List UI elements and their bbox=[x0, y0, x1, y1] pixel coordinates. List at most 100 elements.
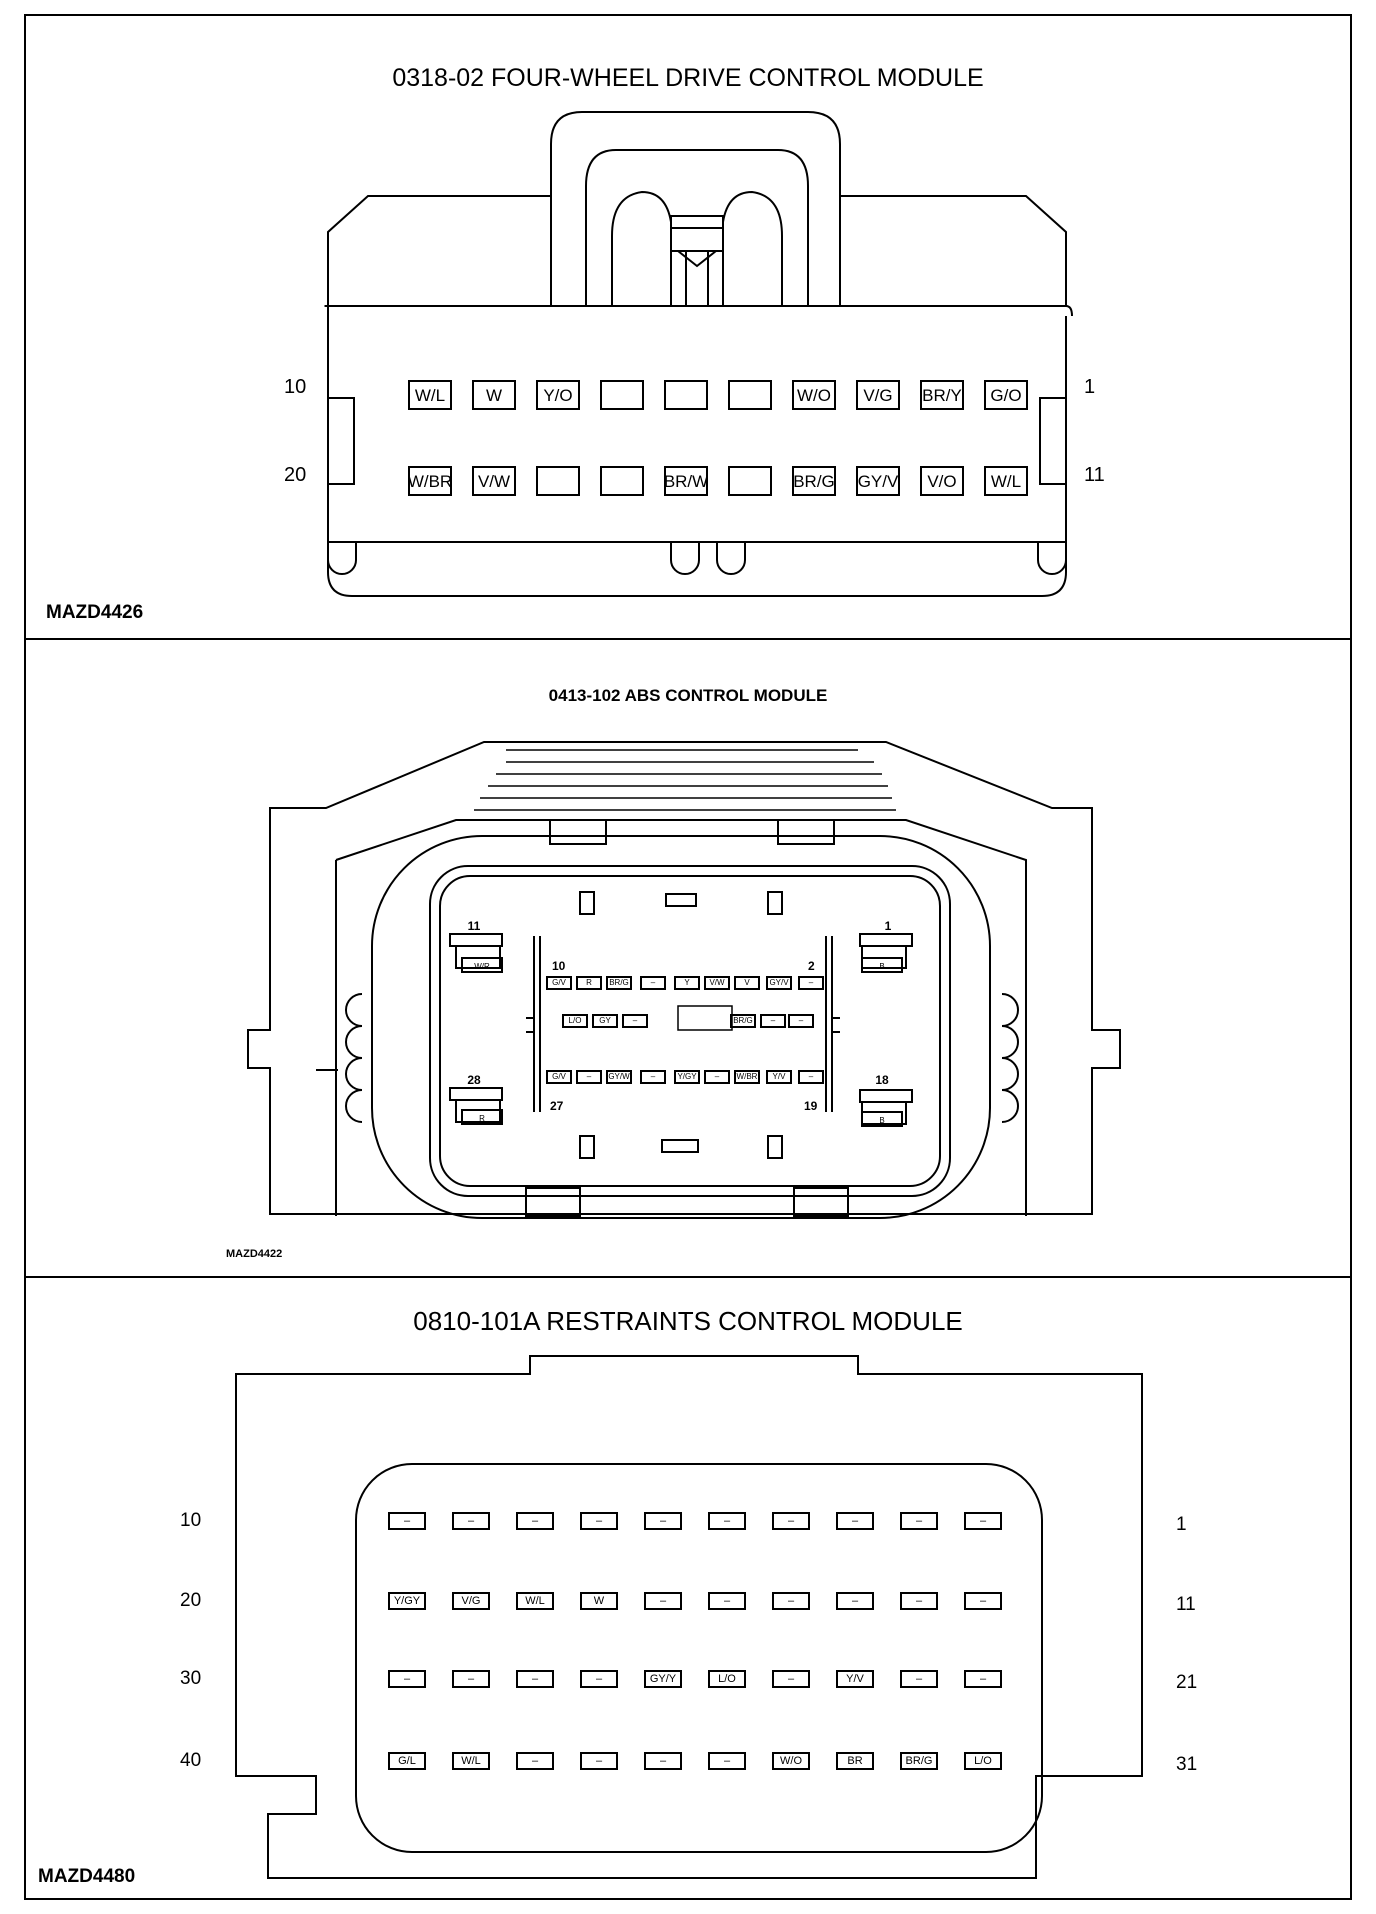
abs-pin-row3-8: Y/V bbox=[766, 1070, 792, 1084]
c3-pin-r2-9: – bbox=[900, 1592, 938, 1610]
c3-pin-r4-9: BR/G bbox=[900, 1752, 938, 1770]
c3-pin-r4-8: BR bbox=[836, 1752, 874, 1770]
c3-pin-r1-7: – bbox=[772, 1512, 810, 1530]
abs-label-1: 1 bbox=[885, 919, 892, 933]
c3-pin-r2-5: – bbox=[644, 1592, 682, 1610]
abs-side-pin-18: B bbox=[879, 1116, 884, 1125]
abs-pin-row2-2: GY bbox=[592, 1014, 618, 1028]
connector2-side-pins: W/R B R B 11 1 10 2 28 18 27 19 bbox=[467, 919, 892, 1125]
abs-holder-1 bbox=[859, 933, 913, 973]
c3-pin-r4-10: L/O bbox=[964, 1752, 1002, 1770]
connector1-label-20: 20 bbox=[284, 464, 307, 486]
c3-pin-r1-3: – bbox=[516, 1512, 554, 1530]
c1-pin-r1-2: W bbox=[472, 380, 516, 410]
abs-side-pin-1: B bbox=[879, 962, 884, 971]
c1-pin-r2-10: W/L bbox=[984, 466, 1028, 496]
c1-pin-r1-8: V/G bbox=[856, 380, 900, 410]
abs-label-10: 10 bbox=[552, 959, 566, 973]
c3-pin-r3-7: – bbox=[772, 1670, 810, 1688]
abs-pin-row2-3: – bbox=[622, 1014, 648, 1028]
c1-pin-r2-1: W/BR bbox=[408, 466, 452, 496]
c3-pin-r4-6: – bbox=[708, 1752, 746, 1770]
abs-label-28: 28 bbox=[467, 1073, 481, 1087]
panel-restraints: 0810-101A RESTRAINTS CONTROL MODULE – – – –… bbox=[26, 1276, 1350, 1900]
c3-pin-r3-8: Y/V bbox=[836, 1670, 874, 1688]
c3-pin-r1-8: – bbox=[836, 1512, 874, 1530]
c3-pin-r4-5: – bbox=[644, 1752, 682, 1770]
abs-pin-row1-8: GY/V bbox=[766, 976, 792, 990]
abs-pin-row1-4: – bbox=[640, 976, 666, 990]
c3-pin-r1-4: – bbox=[580, 1512, 618, 1530]
abs-label-27: 27 bbox=[550, 1099, 564, 1113]
c3-pin-r2-8: – bbox=[836, 1592, 874, 1610]
abs-pin-row1-5: Y bbox=[674, 976, 700, 990]
c1-pin-r1-7: W/O bbox=[792, 380, 836, 410]
abs-pin-row1-6: V/W bbox=[704, 976, 730, 990]
abs-label-19: 19 bbox=[804, 1099, 818, 1113]
abs-side-pin-28: R bbox=[479, 1114, 485, 1123]
abs-pin-row2-7: – bbox=[788, 1014, 814, 1028]
c3-pin-r2-2: V/G bbox=[452, 1592, 490, 1610]
connector2-title: 0413-102 ABS CONTROL MODULE bbox=[548, 686, 828, 705]
connector3-title: 0810-101A RESTRAINTS CONTROL MODULE bbox=[413, 1306, 963, 1336]
c3-pin-r3-1: – bbox=[388, 1670, 426, 1688]
abs-pin-row3-3: GY/W bbox=[606, 1070, 632, 1084]
c1-pin-r2-5: BR/W bbox=[664, 466, 708, 496]
abs-pin-row3-4: – bbox=[640, 1070, 666, 1084]
c1-pin-r1-3: Y/O bbox=[536, 380, 580, 410]
c3-pin-r4-7: W/O bbox=[772, 1752, 810, 1770]
c3-pin-r3-9: – bbox=[900, 1670, 938, 1688]
c3-pin-r3-3: – bbox=[516, 1670, 554, 1688]
c1-pin-r1-5 bbox=[664, 380, 708, 410]
c3-pin-r1-2: – bbox=[452, 1512, 490, 1530]
c3-pin-r3-6: L/O bbox=[708, 1670, 746, 1688]
c3-right-label-11: 11 bbox=[1176, 1594, 1196, 1615]
abs-pin-row3-2: – bbox=[576, 1070, 602, 1084]
panel-abs: 0413-102 ABS CONTROL MODULE bbox=[26, 638, 1350, 1276]
abs-pin-row1-7: V bbox=[734, 976, 760, 990]
connector3-code: MAZD4480 bbox=[38, 1866, 136, 1887]
abs-label-2: 2 bbox=[808, 959, 815, 973]
c1-pin-r2-3 bbox=[536, 466, 580, 496]
c3-right-label-1: 1 bbox=[1176, 1514, 1187, 1535]
abs-pin-row1-3: BR/G bbox=[606, 976, 632, 990]
c3-pin-r3-4: – bbox=[580, 1670, 618, 1688]
c3-pin-r1-9: – bbox=[900, 1512, 938, 1530]
abs-pin-row1-9: – bbox=[798, 976, 824, 990]
connector3-drawing bbox=[235, 1355, 1143, 1879]
abs-holder-18 bbox=[859, 1089, 913, 1127]
c3-pin-r1-10: – bbox=[964, 1512, 1002, 1530]
c3-left-label-30: 30 bbox=[180, 1668, 202, 1689]
c3-pin-r1-5: – bbox=[644, 1512, 682, 1530]
c3-right-label-21: 21 bbox=[1176, 1672, 1198, 1693]
c1-pin-r2-7: BR/G bbox=[792, 466, 836, 496]
c3-pin-r2-1: Y/GY bbox=[388, 1592, 426, 1610]
abs-pin-row1-2: R bbox=[576, 976, 602, 990]
connector1-label-1: 1 bbox=[1084, 376, 1096, 398]
c3-pin-r2-7: – bbox=[772, 1592, 810, 1610]
c3-pin-r1-1: – bbox=[388, 1512, 426, 1530]
c3-left-label-40: 40 bbox=[180, 1750, 202, 1771]
c1-pin-r2-4 bbox=[600, 466, 644, 496]
c3-pin-r3-10: – bbox=[964, 1670, 1002, 1688]
connector1-drawing bbox=[324, 111, 1073, 597]
c3-pin-r4-2: W/L bbox=[452, 1752, 490, 1770]
c3-pin-r2-6: – bbox=[708, 1592, 746, 1610]
c3-pin-r3-2: – bbox=[452, 1670, 490, 1688]
c3-pin-r2-4: W bbox=[580, 1592, 618, 1610]
c3-pin-r4-3: – bbox=[516, 1752, 554, 1770]
c1-pin-r1-1: W/L bbox=[408, 380, 452, 410]
connector1-code: MAZD4426 bbox=[46, 602, 144, 623]
c1-pin-r2-8: GY/V bbox=[856, 466, 900, 496]
abs-pin-row3-1: G/V bbox=[546, 1070, 572, 1084]
connector2-drawing bbox=[247, 741, 1121, 1219]
c3-pin-r4-4: – bbox=[580, 1752, 618, 1770]
abs-pin-row3-7: W/BR bbox=[734, 1070, 760, 1084]
abs-pin-row3-5: Y/GY bbox=[674, 1070, 700, 1084]
c1-pin-r2-2: V/W bbox=[472, 466, 516, 496]
panel-four-wheel-drive: 0318-02 FOUR-WHEEL DRIVE CONTROL MODULE bbox=[26, 16, 1350, 638]
abs-pin-row1-1: G/V bbox=[546, 976, 572, 990]
c3-pin-r2-3: W/L bbox=[516, 1592, 554, 1610]
abs-pin-row2-1: L/O bbox=[562, 1014, 588, 1028]
connector1-label-10: 10 bbox=[284, 376, 307, 398]
